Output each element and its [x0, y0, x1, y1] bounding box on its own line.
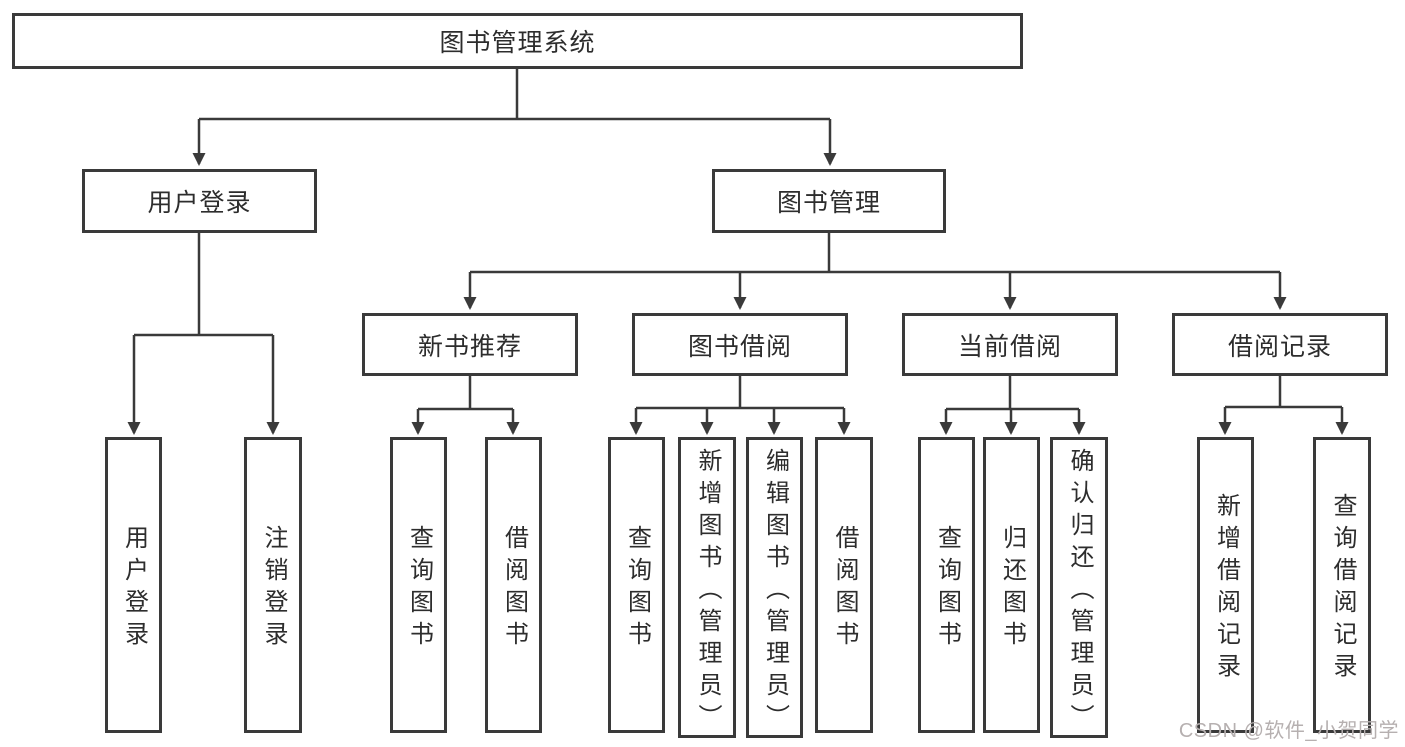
node-new-book-rec-label: 新书推荐 — [417, 332, 522, 361]
node-leaf-add-record: 新增借阅记录 — [1197, 437, 1254, 733]
node-leaf-add-book-label: 新增图书（管理员） — [694, 447, 721, 736]
node-leaf-logout: 注销登录 — [244, 437, 302, 733]
node-leaf-return-book-label: 归还图书 — [998, 525, 1026, 653]
node-leaf-user-login-label: 用户登录 — [120, 525, 148, 653]
watermark: CSDN @软件_小贺同学 — [1178, 720, 1399, 742]
node-borrow-records-label: 借阅记录 — [1227, 332, 1332, 361]
node-leaf-logout-label: 注销登录 — [260, 525, 287, 653]
node-leaf-query-book-1: 查询图书 — [390, 437, 447, 733]
node-leaf-user-login: 用户登录 — [105, 437, 162, 733]
node-leaf-borrow-book-1-label: 借阅图书 — [500, 525, 528, 653]
node-leaf-confirm-return-label: 确认归还（管理员） — [1066, 447, 1093, 736]
node-book-mgmt: 图书管理 — [712, 169, 946, 233]
node-leaf-edit-book: 编辑图书（管理员） — [746, 437, 803, 738]
node-leaf-query-book-2-label: 查询图书 — [623, 525, 651, 653]
node-leaf-return-book: 归还图书 — [983, 437, 1040, 733]
node-leaf-borrow-book-2: 借阅图书 — [815, 437, 873, 733]
node-borrow-records: 借阅记录 — [1172, 313, 1388, 376]
node-current-borrow: 当前借阅 — [902, 313, 1118, 376]
node-root: 图书管理系统 — [12, 13, 1023, 69]
node-book-borrow: 图书借阅 — [632, 313, 848, 376]
node-leaf-query-book-2: 查询图书 — [608, 437, 665, 733]
node-leaf-add-record-label: 新增借阅记录 — [1212, 493, 1240, 685]
node-leaf-confirm-return: 确认归还（管理员） — [1050, 437, 1108, 738]
node-book-borrow-label: 图书借阅 — [687, 332, 792, 361]
node-new-book-rec: 新书推荐 — [362, 313, 578, 376]
node-user-login-label: 用户登录 — [147, 189, 252, 217]
node-leaf-borrow-book-2-label: 借阅图书 — [831, 525, 858, 653]
connector-trunks — [134, 69, 1342, 411]
node-leaf-borrow-book-1: 借阅图书 — [485, 437, 542, 733]
node-user-login: 用户登录 — [82, 169, 317, 233]
node-leaf-edit-book-label: 编辑图书（管理员） — [761, 447, 789, 736]
node-leaf-query-book-3-label: 查询图书 — [933, 525, 961, 653]
node-book-mgmt-label: 图书管理 — [776, 189, 881, 217]
node-current-borrow-label: 当前借阅 — [957, 332, 1062, 361]
node-leaf-query-record: 查询借阅记录 — [1313, 437, 1371, 733]
node-leaf-query-record-label: 查询借阅记录 — [1329, 493, 1356, 685]
node-leaf-add-book: 新增图书（管理员） — [678, 437, 736, 738]
node-root-label: 图书管理系统 — [439, 29, 596, 57]
node-leaf-query-book-1-label: 查询图书 — [405, 525, 433, 653]
node-leaf-query-book-3: 查询图书 — [918, 437, 975, 733]
